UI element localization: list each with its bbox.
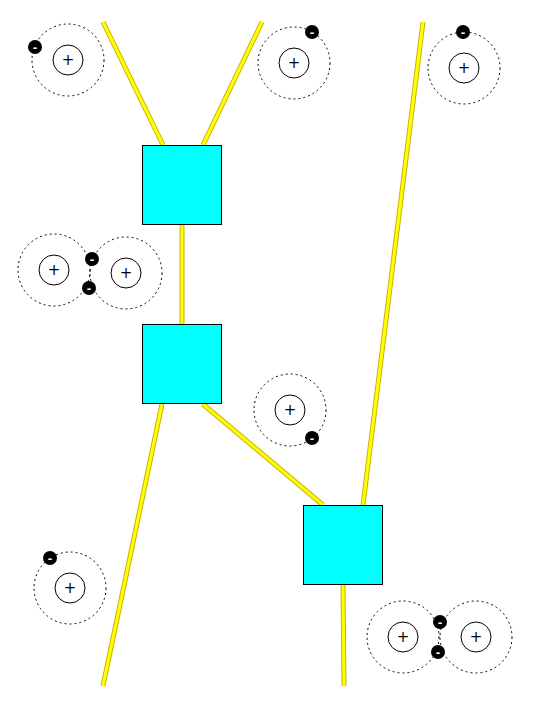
nucleus-sign: + [470,630,483,645]
electron-sign: - [436,647,441,658]
electron-sign: - [438,617,443,628]
process-box [142,324,222,404]
nucleus-sign: + [288,56,301,71]
wires [103,22,423,686]
electron-sign: - [48,553,53,564]
nucleus-sign: + [284,403,297,418]
nucleus-sign: + [458,61,471,76]
electron-sign: - [310,433,315,444]
nucleus-sign: + [64,581,77,596]
electron-sign: - [310,27,315,38]
wire-edge [203,404,323,505]
process-box [142,145,222,225]
nuclei [39,45,491,652]
electrons [28,25,470,659]
atom-shells [18,24,512,673]
nucleus-sign: + [62,53,75,68]
electron-sign: - [90,254,95,265]
electron-sign: - [87,283,92,294]
electron-sign: - [33,42,38,53]
nucleus-sign: + [120,266,133,281]
wire-connector [203,404,323,505]
nucleus-sign: + [397,630,410,645]
process-box [303,505,383,585]
nucleus-sign: + [48,263,61,278]
wire-connector [181,225,184,324]
wire-edge [180,225,185,324]
electron-sign: - [461,27,466,38]
